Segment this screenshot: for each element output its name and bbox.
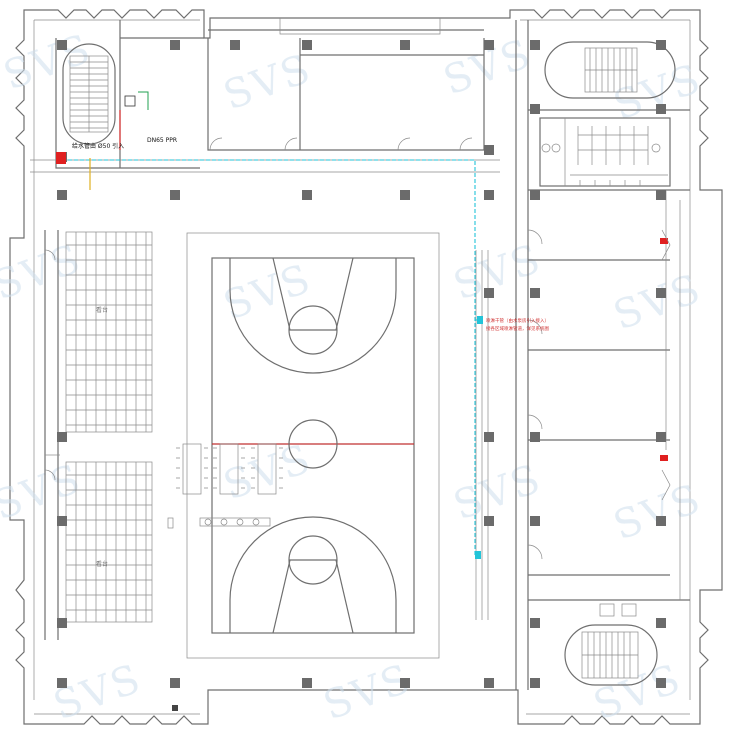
watermark-text: SVS (608, 265, 708, 339)
watermark-text: SVS (0, 235, 88, 309)
seating-lower: 看台 (65, 461, 153, 623)
pipe-note-line2: 接各区域喷淋管道，详见系统图 (486, 325, 549, 332)
door-marker (172, 705, 178, 711)
supply-pipe (138, 91, 149, 110)
fire-hydrant-icon (660, 455, 668, 461)
interior-walls (30, 18, 690, 690)
annotations: 给水管由 Ø50 引入 DN65 PPR 喷淋干管（由水泵房引入接入） 接各区域… (72, 137, 549, 332)
watermark-text: SVS (218, 255, 318, 329)
stair-top-right (544, 41, 676, 99)
fire-pump-icon (56, 152, 66, 164)
pipe-note-line1: 喷淋干管（由水泵房引入接入） (486, 317, 549, 324)
seating-upper: 看台 (65, 231, 153, 433)
watermark-text: SVS (608, 475, 708, 549)
basketball-court (186, 232, 440, 659)
watermark-text: SVS (0, 455, 88, 529)
watermark-text: SVS (448, 235, 548, 309)
equipment-note: 给水管由 Ø50 引入 (72, 142, 124, 150)
watermark-text: SVS (218, 435, 318, 509)
seating-lower-label: 看台 (96, 560, 108, 568)
watermark-text: SVS (48, 655, 148, 729)
building-outline (9, 9, 723, 725)
valve-icon (477, 316, 483, 324)
doors (44, 137, 543, 560)
watermark-text: SVS (318, 655, 418, 729)
valve-icon (475, 551, 481, 559)
fire-hydrant-icon (660, 238, 668, 244)
watermark-text: SVS (218, 45, 318, 119)
water-main-pipe (62, 159, 478, 556)
equipment-tag: DN65 PPR (147, 137, 177, 144)
meeting-tables (167, 443, 283, 529)
water-pipe-network (56, 91, 671, 559)
toilet-block (539, 117, 671, 187)
watermark-text: SVS (0, 25, 98, 99)
equipment-box (124, 95, 136, 107)
stair-top-left (62, 43, 116, 145)
seating-upper-label: 看台 (96, 306, 108, 314)
stair-bottom-right (564, 603, 658, 686)
